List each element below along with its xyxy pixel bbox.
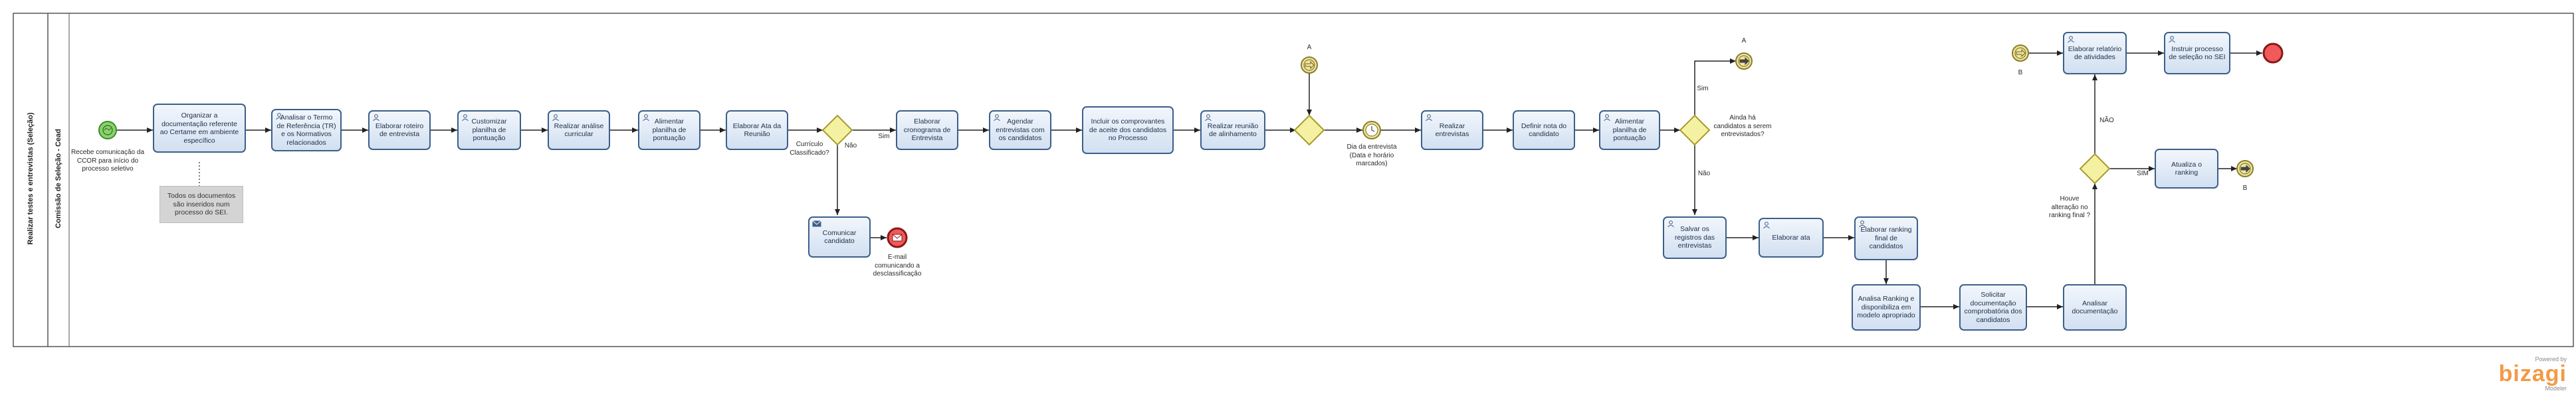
user-icon xyxy=(462,114,469,121)
gateway-ainda-question: Ainda há candidatos a serem entrevistado… xyxy=(1713,114,1772,138)
task-organizar-documentacao[interactable]: Organizar a documentação referente ao Ce… xyxy=(153,104,246,153)
link-catch-b-event xyxy=(2012,44,2029,62)
link-throw-a-label: A xyxy=(1741,37,1747,44)
task-ranking-final[interactable]: Elaborar ranking final de candidatos xyxy=(1854,216,1918,260)
email-end-label: E-mail comunicando a desclassificação xyxy=(873,254,922,278)
start-event-label: Recebe comunicação da CCOR para início d… xyxy=(70,149,145,173)
task-analisa-ranking[interactable]: Analisa Ranking e disponibiliza em model… xyxy=(1852,284,1921,331)
task-analisar-termo[interactable]: Analisar o Termo de Referência (TR) e os… xyxy=(271,109,342,151)
task-elaborar-roteiro[interactable]: Elaborar roteiro de entrevista xyxy=(368,110,431,150)
gateway-ainda-ha-candidatos xyxy=(1679,114,1711,146)
task-agendar-entrevistas[interactable]: Agendar entrevistas com os candidatos xyxy=(989,110,1051,150)
task-salvar-registros[interactable]: Salvar os registros das entrevistas xyxy=(1663,216,1727,259)
task-realizar-entrevistas[interactable]: Realizar entrevistas xyxy=(1421,110,1483,150)
gateway-houve-alteracao xyxy=(2079,153,2111,185)
user-icon xyxy=(2068,36,2074,42)
pool-label: Realizar testes e entrevistas (Seleção) xyxy=(27,112,35,245)
flow-gw3-linkA xyxy=(1694,58,1736,116)
start-event xyxy=(98,121,117,139)
task-definir-nota[interactable]: Definir nota do candidato xyxy=(1513,110,1575,150)
user-icon xyxy=(1426,114,1432,121)
lane-label: Comissão de Seleção - Cead xyxy=(54,129,62,228)
user-icon xyxy=(1205,114,1212,121)
user-icon xyxy=(552,114,559,121)
gateway-houve-no-label: NÃO xyxy=(2099,117,2114,124)
task-elaborar-relatorio[interactable]: Elaborar relatório de atividades xyxy=(2063,32,2127,74)
user-icon xyxy=(1667,220,1674,227)
gateway-merge xyxy=(1293,114,1325,146)
modeler-text: Modeler xyxy=(2545,385,2567,392)
annotation-sei: Todos os documentos são inseridos num pr… xyxy=(160,186,243,223)
link-throw-b-event xyxy=(2236,160,2254,177)
task-alimentar-planilha-2[interactable]: Alimentar planilha de pontuação xyxy=(1599,110,1660,150)
task-atualiza-ranking[interactable]: Atualiza o ranking xyxy=(2155,149,2218,189)
task-analise-curricular[interactable]: Realizar análise curricular xyxy=(548,110,610,150)
user-icon xyxy=(276,113,282,120)
powered-by-text: Powered by xyxy=(2535,356,2567,363)
gateway-houve-question: Houve alteração no ranking final ? xyxy=(2048,195,2091,219)
user-icon xyxy=(994,114,1000,121)
gateway-classificado-question: Currículo Classificado? xyxy=(790,141,829,157)
user-icon xyxy=(643,114,649,121)
timer-event-label: Dia da entrevista (Data e horário marcad… xyxy=(1346,143,1397,167)
user-icon xyxy=(1604,114,1610,121)
gateway-houve-yes-label: SIM xyxy=(2137,170,2149,177)
pool-frame xyxy=(13,13,2574,347)
task-customizar-planilha[interactable]: Customizar planilha de pontuação xyxy=(457,110,521,150)
task-solicitar-documentacao[interactable]: Solicitar documentação comprobatória dos… xyxy=(1959,284,2027,331)
user-icon xyxy=(1763,222,1770,228)
timer-event xyxy=(1362,121,1381,139)
end-event xyxy=(2262,42,2284,64)
gateway-ainda-no-label: Não xyxy=(1697,170,1711,177)
link-catch-a-label: A xyxy=(1307,44,1312,51)
link-throw-b-label: B xyxy=(2242,185,2248,192)
task-comunicar-candidato[interactable]: Comunicar candidato xyxy=(808,216,871,258)
link-catch-b-label: B xyxy=(2018,69,2023,76)
link-throw-a-event xyxy=(1735,52,1753,70)
mail-icon xyxy=(812,220,821,227)
task-elaborar-ata-reuniao[interactable]: Elaborar Ata da Reunião xyxy=(726,110,788,150)
gateway-curriculo-classificado xyxy=(821,114,853,146)
user-icon xyxy=(2169,36,2175,42)
bizagi-logo: Powered by bizagi Modeler xyxy=(2499,356,2567,392)
task-elaborar-ata[interactable]: Elaborar ata xyxy=(1759,218,1824,258)
task-alimentar-planilha-1[interactable]: Alimentar planilha de pontuação xyxy=(638,110,700,150)
user-icon xyxy=(373,114,379,121)
bizagi-brand: bizagi xyxy=(2498,361,2567,386)
task-instruir-processo[interactable]: Instruir processo de seleção no SEI xyxy=(2164,32,2230,74)
gateway-ainda-yes-label: Sim xyxy=(1697,85,1709,92)
task-incluir-comprovantes[interactable]: Incluir os comprovantes de aceite dos ca… xyxy=(1082,106,1174,154)
gateway-classificado-yes-label: Sim xyxy=(878,133,890,140)
end-event-email xyxy=(887,227,908,248)
gateway-classificado-no-label: Não xyxy=(844,142,857,149)
task-elaborar-cronograma[interactable]: Elaborar cronograma de Entrevista xyxy=(896,110,958,150)
task-analisar-documentacao[interactable]: Analisar documentação xyxy=(2063,284,2127,331)
task-reuniao-alinhamento[interactable]: Realizar reunião de alinhamento xyxy=(1200,110,1265,150)
user-icon xyxy=(1859,220,1866,227)
link-catch-a-event xyxy=(1301,56,1318,74)
